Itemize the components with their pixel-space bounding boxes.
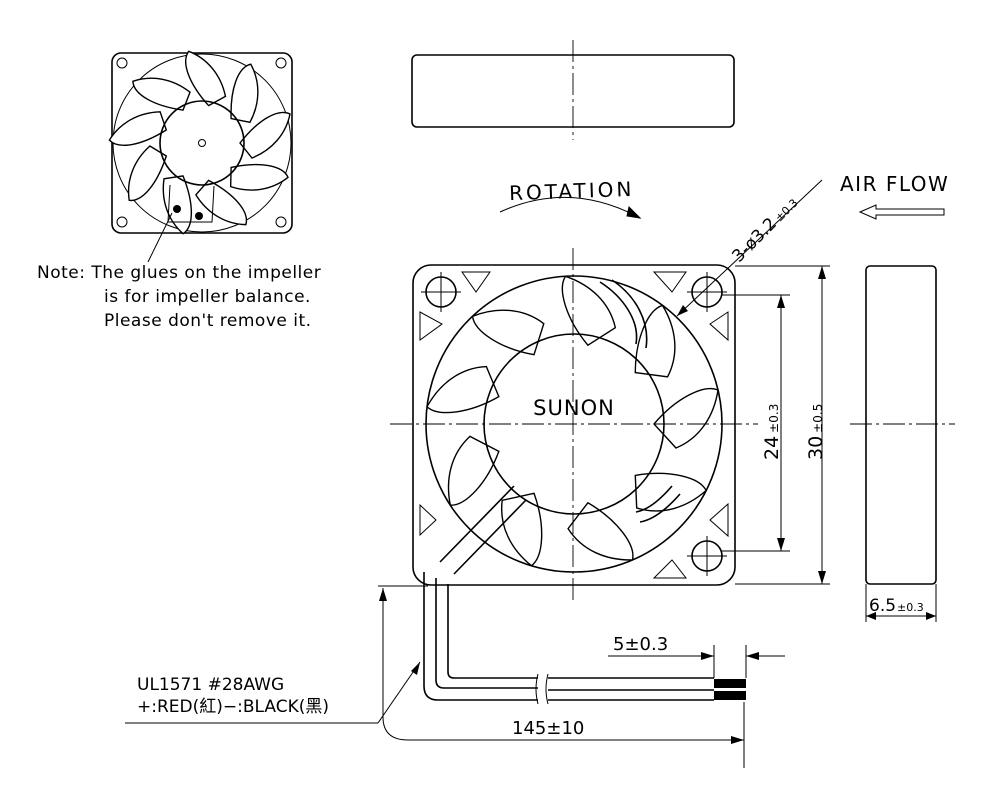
note-line-2: is for impeller balance. — [104, 287, 311, 307]
rear-view — [108, 50, 293, 263]
wire-spec-line-2: +:RED(紅)−:BLACK(黑) — [137, 697, 329, 717]
svg-text:30±0.5: 30 ±0.5 — [805, 404, 827, 460]
dim-frame-width-value: 30 — [805, 436, 827, 460]
hole-spec-label: 3-ø3.2 — [728, 214, 781, 267]
dim-strip-length: 5±0.3 — [608, 634, 785, 678]
dim-frame-width: 30 ±0.5 — [735, 265, 830, 585]
dim-hole-pitch: 24 ±0.3 — [722, 294, 790, 552]
front-view: SUNON — [390, 248, 758, 600]
dim-strip-length-label: 5±0.3 — [613, 634, 668, 655]
rear-view-blades — [108, 50, 291, 236]
hub-label: SUNON — [533, 396, 615, 420]
airflow-arrow-icon — [858, 204, 945, 220]
wire-spec: UL1571 #28AWG +:RED(紅)−:BLACK(黑) — [125, 661, 421, 724]
airflow-indicator: AIR FLOW — [840, 172, 949, 220]
side-view: 6.5±0.3 — [850, 265, 955, 622]
wire-spec-line-1: UL1571 #28AWG — [137, 675, 284, 695]
note-line-1: Note: The glues on the impeller — [37, 263, 321, 283]
dim-lead-length-label: 145±10 — [512, 718, 584, 739]
glue-note: Note: The glues on the impeller is for i… — [37, 263, 321, 331]
dim-thickness-value: 6.5 — [869, 596, 896, 616]
front-view-blades — [425, 275, 719, 571]
dim-thickness-tolerance: ±0.3 — [897, 601, 924, 614]
top-view — [411, 40, 735, 140]
glue-dot — [173, 205, 181, 213]
dim-frame-width-tolerance: ±0.5 — [811, 404, 825, 433]
dim-hole-pitch-tolerance: ±0.3 — [767, 404, 781, 433]
svg-text:3-ø3.2±0.3: 3-ø3.2±0.3 — [728, 193, 802, 267]
svg-text:24±0.3: 24 ±0.3 — [761, 404, 783, 460]
lead-wires — [423, 572, 746, 705]
rotation-indicator: ROTATION — [499, 177, 642, 219]
hole-spec-tolerance: ±0.3 — [773, 196, 801, 224]
dim-lead-length: 145±10 — [378, 585, 745, 768]
rotation-label: ROTATION — [509, 177, 635, 205]
note-line-3: Please don't remove it. — [104, 311, 312, 331]
svg-text:6.5±0.3: 6.5±0.3 — [869, 596, 924, 616]
hole-callout: 3-ø3.2±0.3 — [676, 179, 823, 317]
glue-dot — [195, 212, 203, 220]
airflow-label: AIR FLOW — [840, 172, 949, 196]
dim-hole-pitch-value: 24 — [761, 436, 783, 460]
